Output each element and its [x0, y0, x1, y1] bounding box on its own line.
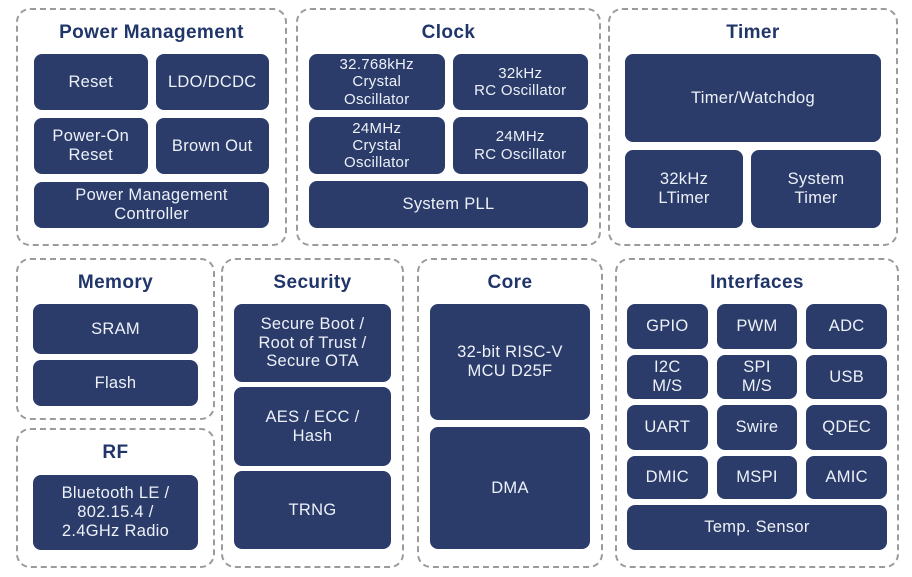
- block-system-pll: System PLL: [309, 181, 588, 228]
- group-memory: Memory SRAM Flash: [16, 258, 215, 420]
- block-riscv-mcu: 32-bit RISC-V MCU D25F: [430, 304, 590, 420]
- timer-blocks: Timer/Watchdog 32kHz LTimer System Timer: [610, 43, 896, 244]
- block-24mhz-crystal-oscillator: 24MHz Crystal Oscillator: [309, 117, 445, 174]
- group-clock: Clock 32.768kHz Crystal Oscillator 32kHz…: [296, 8, 601, 246]
- block-24mhz-rc-oscillator: 24MHz RC Oscillator: [452, 117, 588, 174]
- group-timer: Timer Timer/Watchdog 32kHz LTimer System…: [608, 8, 898, 246]
- rf-title: RF: [102, 442, 129, 463]
- block-dma: DMA: [430, 427, 590, 549]
- block-bluetooth-radio: Bluetooth LE / 802.15.4 / 2.4GHz Radio: [33, 475, 198, 550]
- block-system-timer: System Timer: [751, 150, 881, 228]
- block-ldo-dcdc: LDO/DCDC: [155, 54, 269, 110]
- block-adc: ADC: [806, 304, 887, 349]
- block-pwm: PWM: [716, 304, 798, 349]
- timer-title: Timer: [726, 22, 780, 43]
- group-rf: RF Bluetooth LE / 802.15.4 / 2.4GHz Radi…: [16, 428, 215, 568]
- group-power-management: Power Management Reset LDO/DCDC Power-On…: [16, 8, 287, 246]
- block-brown-out: Brown Out: [155, 118, 269, 174]
- interfaces-blocks: GPIO PWM ADC I2C M/S SPI M/S USB UART Sw…: [617, 293, 897, 566]
- security-blocks: Secure Boot / Root of Trust / Secure OTA…: [223, 293, 402, 566]
- block-spi-ms: SPI M/S: [716, 355, 798, 399]
- block-mspi: MSPI: [716, 456, 798, 499]
- interfaces-title: Interfaces: [710, 272, 804, 293]
- memory-blocks: SRAM Flash: [18, 293, 213, 418]
- block-32768khz-crystal-oscillator: 32.768kHz Crystal Oscillator: [309, 54, 445, 110]
- group-core: Core 32-bit RISC-V MCU D25F DMA: [417, 258, 603, 568]
- group-security: Security Secure Boot / Root of Trust / S…: [221, 258, 404, 568]
- block-qdec: QDEC: [806, 405, 887, 450]
- security-title: Security: [273, 272, 352, 293]
- core-title: Core: [487, 272, 533, 293]
- block-timer-watchdog: Timer/Watchdog: [625, 54, 881, 142]
- power-management-title: Power Management: [59, 22, 244, 43]
- block-i2c-ms: I2C M/S: [627, 355, 708, 399]
- block-swire: Swire: [716, 405, 798, 450]
- block-usb: USB: [806, 355, 887, 399]
- clock-blocks: 32.768kHz Crystal Oscillator 32kHz RC Os…: [298, 43, 599, 244]
- block-aes-ecc-hash: AES / ECC / Hash: [234, 387, 391, 466]
- core-blocks: 32-bit RISC-V MCU D25F DMA: [419, 293, 601, 566]
- clock-title: Clock: [421, 22, 476, 43]
- block-uart: UART: [627, 405, 708, 450]
- rf-blocks: Bluetooth LE / 802.15.4 / 2.4GHz Radio: [18, 463, 213, 566]
- block-sram: SRAM: [33, 304, 198, 354]
- block-reset: Reset: [34, 54, 148, 110]
- group-interfaces: Interfaces GPIO PWM ADC I2C M/S SPI M/S …: [615, 258, 899, 568]
- power-management-blocks: Reset LDO/DCDC Power-On Reset Brown Out …: [18, 43, 285, 244]
- block-power-on-reset: Power-On Reset: [34, 118, 148, 174]
- block-amic: AMIC: [806, 456, 887, 499]
- block-32khz-rc-oscillator: 32kHz RC Oscillator: [452, 54, 588, 110]
- block-32khz-ltimer: 32kHz LTimer: [625, 150, 743, 228]
- memory-title: Memory: [77, 272, 154, 293]
- block-dmic: DMIC: [627, 456, 708, 499]
- block-trng: TRNG: [234, 471, 391, 549]
- block-secure-boot: Secure Boot / Root of Trust / Secure OTA: [234, 304, 391, 382]
- block-flash: Flash: [33, 360, 198, 406]
- block-temp-sensor: Temp. Sensor: [627, 505, 887, 550]
- block-power-management-controller: Power Management Controller: [34, 182, 269, 228]
- block-gpio: GPIO: [627, 304, 708, 349]
